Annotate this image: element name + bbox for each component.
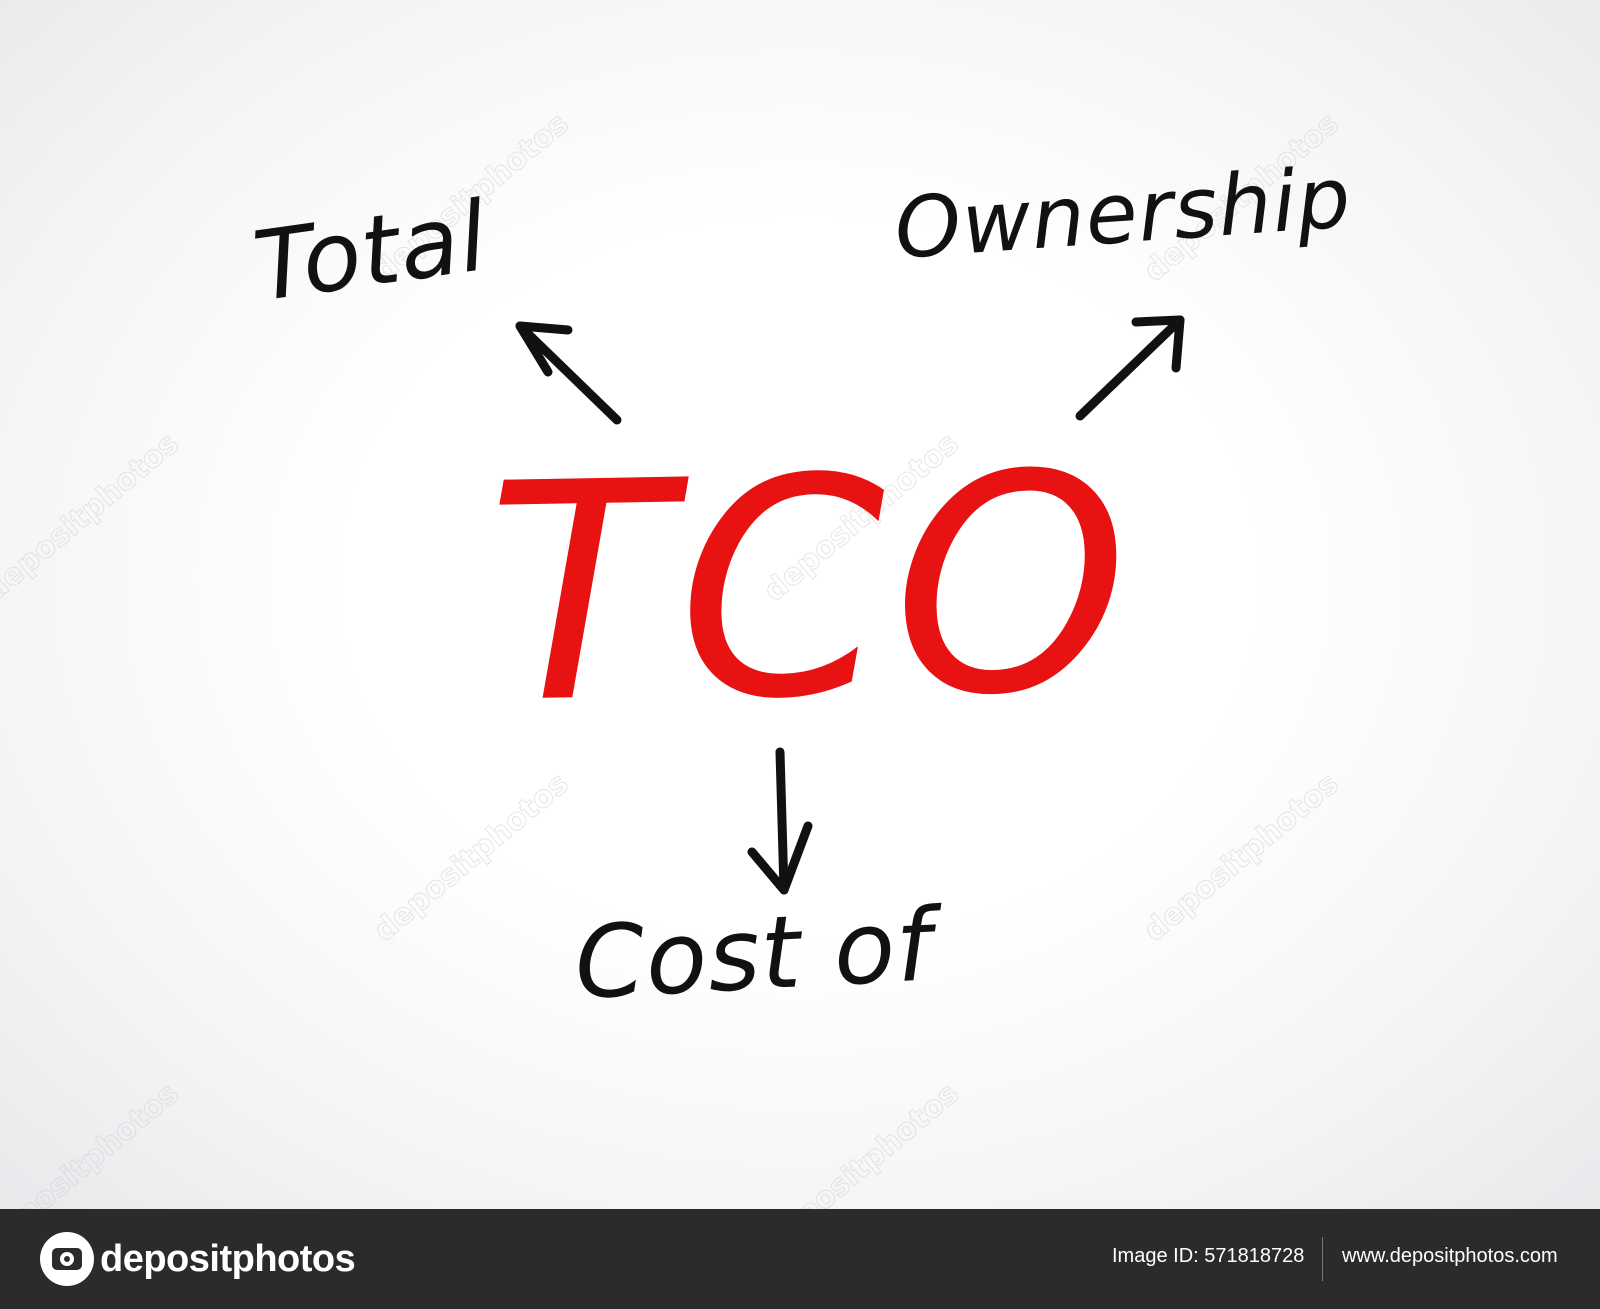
arrow-head-ownership [1131,315,1185,373]
footer-bar: depositphotos Image ID: 571818728 www.de… [0,1209,1600,1309]
arrow-to-total [515,321,622,425]
footer-divider [1322,1237,1323,1281]
arrow-head-total [515,321,573,377]
brand-logo[interactable]: depositphotos [40,1231,356,1287]
word-cost-of: Cost of [571,886,936,1022]
site-url-link[interactable]: www.depositphotos.com [1342,1245,1558,1267]
arrow-head-cost-of [747,821,813,895]
image-canvas: depositphotos depositphotos depositphoto… [0,0,1600,1209]
image-id-label: Image ID: 571818728 [1112,1245,1305,1267]
arrow-to-cost-of [775,747,789,895]
camera-icon [40,1232,94,1286]
acronym-tco: TCO [484,409,1138,770]
brand-name: depositphotos [100,1237,356,1280]
arrow-to-ownership [1075,315,1185,421]
arrows [515,315,1185,895]
